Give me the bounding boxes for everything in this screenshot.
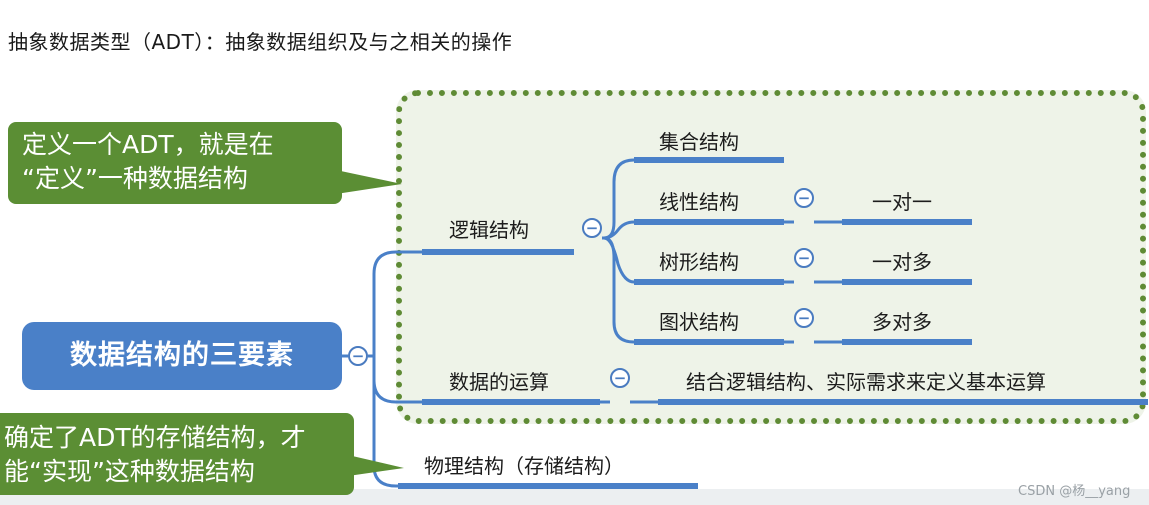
node-many-to-many[interactable]: 多对多 <box>872 310 932 334</box>
node-graph-structure[interactable]: 图状结构 <box>659 310 739 334</box>
collapse-graph-icon[interactable]: − <box>794 308 814 328</box>
node-operations-description[interactable]: 结合逻辑结构、实际需求来定义基本运算 <box>686 370 1046 394</box>
callout-implement-adt: 确定了ADT的存储结构，才 能“实现”这种数据结构 <box>0 413 354 495</box>
node-set-structure[interactable]: 集合结构 <box>659 130 739 154</box>
callout-define-line2: “定义”一种数据结构 <box>22 164 248 193</box>
callout-define-adt: 定义一个ADT，就是在 “定义”一种数据结构 <box>8 122 342 204</box>
callout-define-line1: 定义一个ADT，就是在 <box>22 130 274 159</box>
node-linear-structure[interactable]: 线性结构 <box>659 190 739 214</box>
callout-implement-tail <box>348 455 404 476</box>
callout-implement-line1: 确定了ADT的存储结构，才 <box>4 423 306 452</box>
adt-definition-region <box>396 90 1146 424</box>
node-tree-structure[interactable]: 树形结构 <box>659 250 739 274</box>
node-logic-structure[interactable]: 逻辑结构 <box>449 218 529 242</box>
collapse-tree-icon[interactable]: − <box>794 248 814 268</box>
node-data-operations[interactable]: 数据的运算 <box>449 370 549 394</box>
node-one-to-one[interactable]: 一对一 <box>872 190 932 214</box>
root-node[interactable]: 数据结构的三要素 <box>22 322 342 390</box>
callout-implement-line2: 能“实现”这种数据结构 <box>4 457 255 486</box>
node-one-to-many[interactable]: 一对多 <box>872 250 932 274</box>
collapse-linear-icon[interactable]: − <box>794 188 814 208</box>
page-title: 抽象数据类型（ADT）：抽象数据组织及与之相关的操作 <box>8 30 513 54</box>
node-physical-structure[interactable]: 物理结构（存储结构） <box>424 454 624 478</box>
csdn-watermark: CSDN @杨__yang <box>1018 484 1131 499</box>
collapse-root-icon[interactable]: − <box>348 346 368 366</box>
collapse-ops-icon[interactable]: − <box>610 368 630 388</box>
callout-define-tail <box>336 170 402 194</box>
collapse-logic-icon[interactable]: − <box>582 218 602 238</box>
